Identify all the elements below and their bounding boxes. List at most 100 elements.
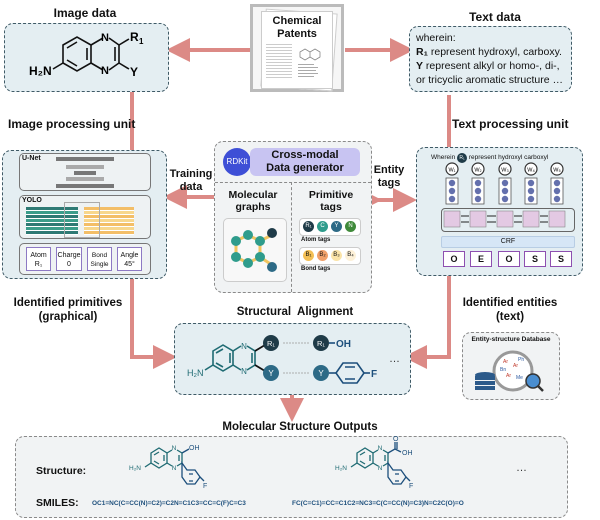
embedding-unit (527, 179, 535, 187)
rdkit-badge: RDKit (223, 148, 251, 176)
bond-tags-label: Bond tags (301, 266, 331, 272)
lstm-cell (443, 210, 461, 228)
aligned-y-label: Y (318, 369, 324, 378)
bond-tag: B₁ (303, 250, 314, 261)
svg-text:N: N (241, 367, 247, 376)
mol1-oh: OH (189, 445, 200, 452)
ner-output: E (470, 251, 492, 267)
image-data-box: N N R 1 Y H₂N (4, 23, 169, 92)
svg-text:N: N (378, 465, 383, 472)
mol2-oh: OH (402, 450, 413, 457)
embedding-unit (553, 187, 561, 195)
word-label: W₅ (553, 168, 560, 174)
yolo-orange-features (84, 207, 134, 235)
smiles-1: OC1=NC(C=CC(N)=C2)=C2N=C1C3=CC=C(F)C=C3 (92, 500, 246, 507)
output-molecule-2: N N O OH F H₂N (335, 436, 413, 490)
svg-text:N: N (172, 465, 177, 472)
quinoxaline-structure: N N R 1 Y H₂N (29, 30, 144, 79)
word-node (524, 162, 538, 176)
svg-text:Ar: Ar (513, 363, 518, 369)
embedding-unit (553, 179, 561, 187)
patents-title-line1: Chemical (272, 15, 322, 27)
identified-primitives-label: Identified primitives(graphical) (13, 297, 123, 323)
text-unit-title: Text processing unit (452, 117, 569, 131)
bilstm-layer (441, 208, 575, 232)
svg-text:Ar: Ar (506, 373, 511, 379)
alignment-structure: N N H₂N R₁ Y R₁ OH Y F … (187, 335, 400, 384)
text-line: Y represent alkyl or homo-, di-, (416, 60, 560, 72)
patent-molecule-icon (298, 48, 321, 77)
svg-text:Ar: Ar (503, 359, 508, 365)
embedding-unit (474, 187, 482, 195)
outputs-ellipsis: … (516, 462, 527, 474)
output-structures: N N OH F H₂N N N O OH F H (129, 436, 527, 490)
lstm-cell (469, 210, 487, 228)
svg-text:N: N (241, 342, 247, 351)
ner-output: O (498, 251, 520, 267)
structure-label: Structure: (36, 465, 87, 477)
ner-output: S (550, 251, 572, 267)
aligned-f: F (371, 369, 377, 380)
text-line: R₁ represent hydroxyl, carboxy. (416, 46, 562, 58)
embedding-unit (501, 179, 509, 187)
embedding-unit (448, 195, 456, 203)
alignment-h2n: H₂N (187, 368, 204, 378)
alignment-ellipsis: … (389, 353, 400, 365)
arrow-primitives (130, 275, 177, 369)
svg-text:N: N (378, 445, 383, 452)
text-processing-unit: Wherein R₁ represent hydroxyl carboxyl W… (416, 147, 583, 276)
text-data-box: wherein: R₁ represent hydroxyl, carboxy.… (409, 26, 572, 92)
atom-tag: C (317, 221, 328, 232)
word-node (445, 162, 459, 176)
ner-output: S (524, 251, 546, 267)
generator-divider (215, 182, 371, 183)
yolo-block: YOLO (19, 195, 151, 239)
atom-n-top: N (101, 32, 109, 44)
yolo-teal-features (26, 207, 78, 235)
database-title: Entity-structure Database (471, 336, 551, 343)
text-line: wherein: (416, 32, 456, 44)
atom-h2n: H₂N (29, 64, 52, 78)
alignment-y-node (263, 365, 279, 381)
atom-tags-label: Atom tags (301, 237, 331, 243)
smiles-label: SMILES: (36, 497, 79, 509)
mol2-h2n: H₂N (335, 465, 347, 472)
word-column: W₁ (443, 162, 469, 228)
bond-tag: B₄ (345, 250, 356, 261)
alignment-title: Structural Alignment (236, 306, 354, 318)
molecular-structure-outputs: Structure: SMILES: OC1=NC(C=CC(N)=C2)=C2… (15, 436, 568, 518)
identified-entities-label: Identified entities(text) (462, 297, 558, 323)
embedding-unit (553, 195, 561, 203)
embedding-unit (474, 195, 482, 203)
svg-text:Ph: Ph (518, 357, 524, 363)
word-column: W₃ (496, 162, 522, 228)
text-line: or tricyclic aromatic structure … (416, 74, 564, 86)
atom-r1-sub: 1 (139, 37, 144, 46)
atom-tag: Y (331, 221, 342, 232)
word-column: W₄ (522, 162, 548, 228)
molecular-graph (223, 218, 287, 282)
lstm-cell (496, 210, 514, 228)
lstm-cell (548, 210, 566, 228)
embedding-unit (448, 187, 456, 195)
atom-n-bottom: N (101, 65, 109, 77)
unet-label: U-Net (22, 155, 41, 162)
embedding-unit (501, 195, 509, 203)
alignment-y-label: Y (268, 369, 274, 378)
r1-entity-badge: R₁ (457, 153, 468, 163)
embedding-unit (474, 179, 482, 187)
word-label: W₂ (474, 168, 481, 174)
graph-nodes (231, 228, 277, 272)
